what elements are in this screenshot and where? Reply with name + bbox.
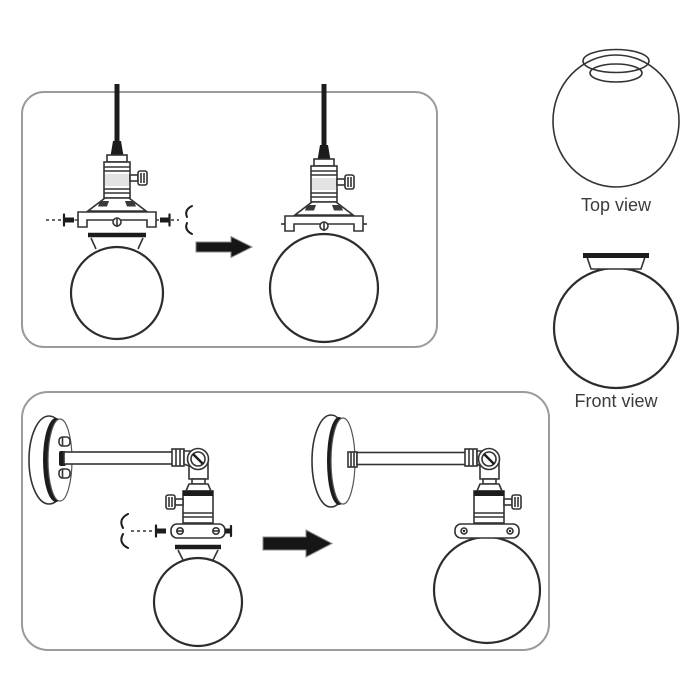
top-view-figure <box>552 48 680 188</box>
pendant-lamp-after <box>268 84 380 344</box>
globe-outline <box>552 54 680 188</box>
pendant-installation-panel <box>21 84 438 348</box>
wall-sconce-after <box>311 414 542 645</box>
glass-globe <box>268 232 380 344</box>
insert-mark <box>120 533 129 549</box>
screw-right <box>160 217 169 223</box>
plate-screw <box>58 436 71 447</box>
globe-outline <box>552 266 680 390</box>
front-view-figure <box>552 253 680 390</box>
arm-collar <box>171 448 185 467</box>
insert-mark <box>185 205 193 218</box>
screw-left <box>65 217 74 223</box>
cord-grip <box>110 141 124 156</box>
switch-stem <box>129 174 139 182</box>
arm-nut <box>347 451 358 468</box>
globe-neck-rim <box>582 48 650 74</box>
bracket-screw <box>460 527 468 535</box>
arrow-right-icon <box>195 235 254 259</box>
glass-globe <box>152 556 244 648</box>
wall-sconce-before <box>28 415 244 648</box>
switch-stem <box>503 498 513 506</box>
glass-globe <box>432 535 542 645</box>
screw-left <box>157 528 166 534</box>
socket-cap <box>106 154 128 163</box>
switch-knob <box>137 170 148 186</box>
neck-flare <box>184 483 213 492</box>
switch-knob <box>165 494 176 510</box>
bracket-screw <box>506 527 514 535</box>
switch-stem <box>174 498 184 506</box>
globe-neck <box>585 256 647 270</box>
plate-screw <box>58 468 71 479</box>
arm-collar <box>464 448 478 467</box>
sconce-installation-panel <box>21 391 550 651</box>
switch-knob <box>344 174 355 190</box>
arrow-right-icon <box>262 529 334 558</box>
neck-flare <box>475 483 504 492</box>
top-view-label: Top view <box>581 195 652 215</box>
front-view-label: Front view <box>574 391 658 411</box>
glass-globe <box>69 245 165 341</box>
sconce-arm <box>356 451 468 466</box>
cord-grip <box>317 145 331 160</box>
socket-cap <box>313 158 335 167</box>
switch-stem <box>336 178 346 186</box>
globe-neck-opening <box>589 63 643 83</box>
insert-mark <box>185 222 193 235</box>
sconce-arm <box>63 451 175 465</box>
pendant-lamp-before <box>46 84 193 341</box>
switch-knob <box>511 494 522 510</box>
insert-mark <box>120 513 129 529</box>
mounting-bracket <box>454 523 520 539</box>
screw-right <box>225 528 230 534</box>
